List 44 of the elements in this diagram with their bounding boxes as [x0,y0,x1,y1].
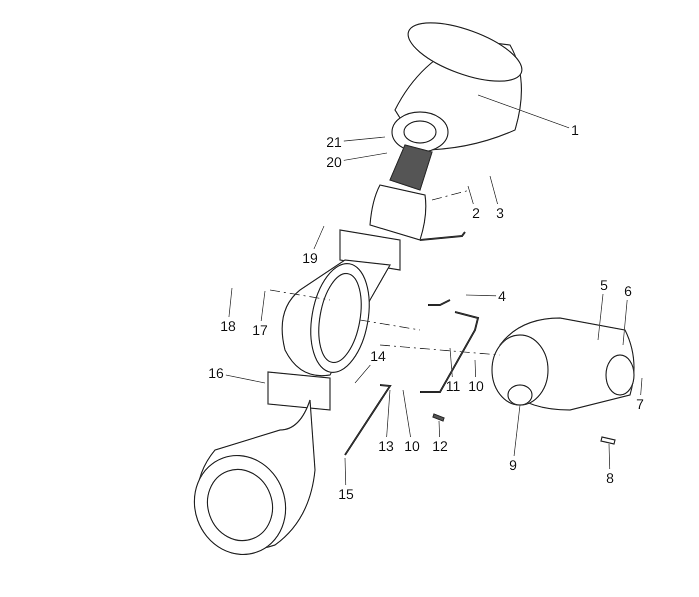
leader-line [228,288,232,318]
callout-number: 19 [302,250,318,266]
callout-number: 6 [624,283,632,299]
leader-line [343,136,386,142]
callout-number: 14 [370,348,386,364]
leader-line [514,404,520,456]
callout-number: 10 [404,438,420,454]
callout-number: 12 [432,438,448,454]
callout-number: 20 [326,154,342,170]
leader-line [354,364,371,384]
leader-line [640,378,642,396]
callout-number: 13 [378,438,394,454]
leader-line [260,290,266,322]
callout-number: 4 [498,288,506,304]
callout-number: 8 [606,470,614,486]
callout-number: 16 [208,365,224,381]
callout-number: 1 [571,122,579,138]
callout-number: 2 [472,205,480,221]
leader-line [598,294,604,340]
leader-line [490,176,498,204]
callout-number: 10 [468,378,484,394]
callout-number: 18 [220,318,236,334]
callout-number: 3 [496,205,504,221]
callout-number: 21 [326,134,342,150]
leader-line [402,390,411,438]
callout-number: 15 [338,486,354,502]
leader-line [474,360,476,378]
leader-line [450,348,453,378]
leader-line [386,390,390,438]
leader-line [622,300,628,346]
leader-line [344,458,346,486]
callout-number: 7 [636,396,644,412]
callout-number: 17 [252,322,268,338]
leader-line [343,152,388,161]
leader-line [478,94,570,128]
callout-number: 9 [509,457,517,473]
leader-line [314,226,324,250]
leader-line [225,374,266,384]
callout-number: 5 [600,277,608,293]
leader-line [438,420,440,438]
leader-line [466,294,496,296]
callout-number: 11 [446,378,460,394]
leader-line [468,186,474,204]
leader-line [608,444,610,470]
